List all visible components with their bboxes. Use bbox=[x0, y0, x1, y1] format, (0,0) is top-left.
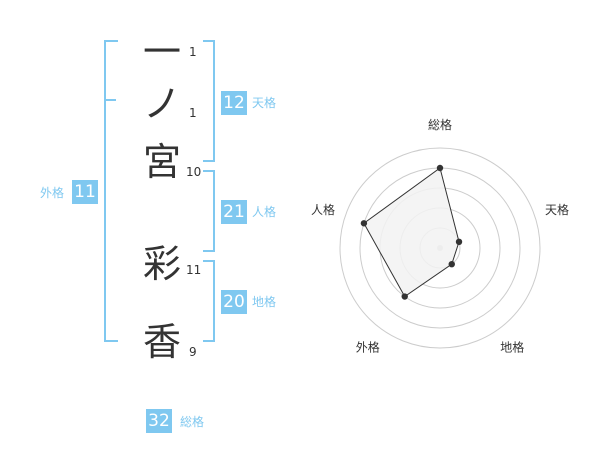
name-char-4: 彩 bbox=[142, 242, 181, 286]
radar-points bbox=[360, 164, 463, 300]
radar-ring-5 bbox=[339, 147, 541, 349]
jinkaku-label: 人格 bbox=[252, 205, 277, 219]
tenkaku-value: 12 bbox=[221, 91, 247, 115]
stroke-count-4: 11 bbox=[186, 263, 202, 277]
gaikaku-bracket bbox=[104, 40, 118, 342]
radar-point-4 bbox=[360, 220, 368, 227]
tenkaku-bracket bbox=[203, 40, 215, 162]
name-char-3: 宮 bbox=[142, 140, 181, 184]
radar-point-0 bbox=[436, 164, 444, 172]
radar-polygon bbox=[363, 167, 460, 298]
tenkaku-label: 天格 bbox=[252, 96, 277, 110]
chikaku-value: 20 bbox=[221, 290, 247, 314]
stroke-count-5: 9 bbox=[189, 345, 197, 359]
name-char-1: 一 bbox=[142, 30, 181, 74]
radar-point-1 bbox=[455, 238, 463, 246]
radar-point-3 bbox=[401, 293, 408, 300]
radar-label-3: 外格 bbox=[356, 340, 380, 355]
chikaku-bracket bbox=[203, 260, 215, 342]
gaikaku-label: 外格 bbox=[40, 186, 65, 200]
radar-label-1: 天格 bbox=[545, 202, 569, 217]
name-char-2: ノ bbox=[142, 82, 181, 126]
radar-label-4: 人格 bbox=[311, 202, 335, 217]
jinkaku-value: 21 bbox=[221, 200, 247, 224]
radar-label-2: 地格 bbox=[500, 340, 524, 355]
soukaku-label: 総格 bbox=[180, 415, 205, 429]
name-char-5: 香 bbox=[142, 320, 181, 364]
stroke-count-1: 1 bbox=[189, 45, 197, 59]
stroke-count-3: 10 bbox=[186, 165, 202, 179]
chikaku-label: 地格 bbox=[252, 295, 277, 309]
radar-point-2 bbox=[448, 260, 455, 268]
soukaku-value: 32 bbox=[146, 409, 172, 433]
gaikaku-bracket-tick bbox=[104, 99, 116, 101]
stroke-count-2: 1 bbox=[189, 106, 197, 120]
jinkaku-bracket bbox=[203, 170, 215, 252]
radar-label-0: 総格 bbox=[428, 117, 452, 132]
gaikaku-value: 11 bbox=[72, 180, 98, 204]
